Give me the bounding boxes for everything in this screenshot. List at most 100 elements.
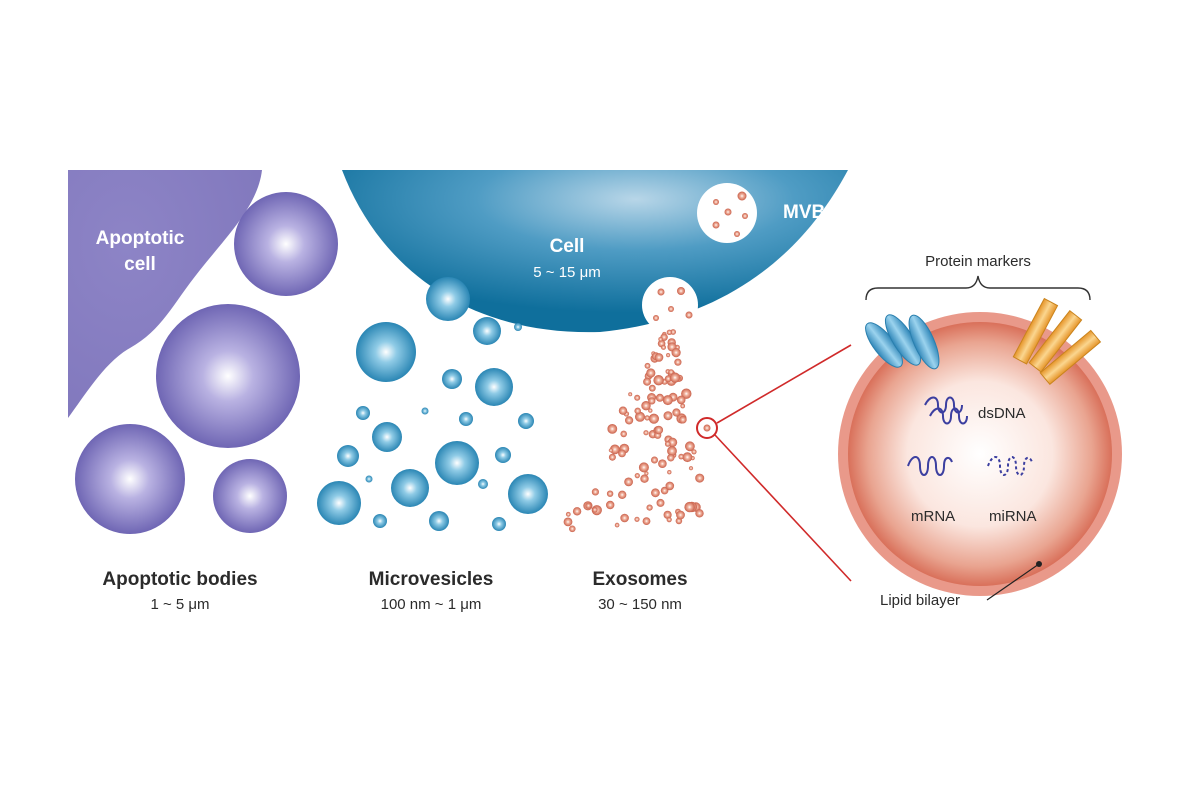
protein-marker-orange: [1012, 297, 1059, 365]
exosome: [676, 395, 686, 405]
dsdna-label: dsDNA: [978, 405, 1026, 422]
exosome: [658, 459, 667, 469]
exosome: [672, 408, 681, 417]
exosome: [644, 362, 651, 369]
microvesicles-group: [317, 277, 548, 531]
cell-shape: [342, 170, 848, 333]
exosome: [669, 372, 681, 383]
exosome: [634, 407, 641, 415]
category-name-exosomes: Exosomes: [592, 569, 687, 590]
exosome: [685, 441, 695, 452]
exosome: [680, 403, 686, 409]
exosome: [679, 415, 687, 424]
category-name-apoptotic-bodies: Apoptotic bodies: [102, 569, 257, 590]
exosome: [620, 513, 629, 523]
lipid-bilayer-pointer: [986, 563, 1040, 601]
exosome: [666, 517, 672, 523]
budding-exosome: [668, 306, 674, 312]
exosome: [671, 348, 681, 358]
lipid-bilayer-label: Lipid bilayer: [880, 592, 960, 609]
apoptotic-cell-label-line1: Apoptotic: [96, 228, 185, 249]
mirna-label: miRNA: [989, 508, 1037, 525]
exosome: [618, 449, 626, 458]
exosome: [569, 525, 576, 533]
exosome: [620, 430, 627, 438]
exosome: [660, 486, 669, 495]
protein-marker-orange: [1028, 309, 1083, 373]
category-size-exosomes: 30 ~ 150 nm: [598, 596, 682, 613]
exosome: [648, 413, 660, 424]
exosome: [607, 424, 618, 434]
exosome: [606, 490, 614, 497]
exosome: [665, 481, 675, 491]
exosome: [634, 473, 640, 479]
apoptotic-cell-shape: [68, 170, 262, 418]
exosome: [667, 446, 677, 456]
exosome: [624, 477, 633, 487]
mrna-icon: [907, 456, 953, 476]
budding-exosome: [657, 288, 665, 296]
exosome: [641, 401, 651, 411]
exosome: [646, 368, 656, 378]
microvesicle: [492, 517, 506, 531]
zoomed-exosome: [703, 424, 711, 432]
exosome: [662, 395, 673, 406]
microvesicle: [508, 474, 548, 514]
protein-markers-bracket: [865, 275, 1091, 301]
cell-label: Cell: [550, 236, 585, 257]
exosome: [648, 397, 656, 405]
exosome: [585, 502, 592, 509]
category-size-apoptotic-bodies: 1 ~ 5 μm: [150, 596, 209, 613]
exosome: [648, 384, 656, 392]
exosome: [681, 388, 692, 399]
exosome: [628, 392, 633, 397]
exosome: [664, 441, 671, 447]
exosome: [674, 358, 682, 366]
apoptotic-body: [234, 192, 338, 296]
exosome: [651, 456, 658, 464]
protein-marker-blue: [908, 314, 940, 370]
cell-size-label: 5 ~ 15 μm: [533, 264, 600, 281]
zoom-line-top: [716, 344, 852, 424]
exosome: [635, 411, 645, 422]
exosome: [618, 406, 628, 415]
zoom-line-bottom: [714, 434, 852, 582]
exosome: [691, 449, 697, 455]
exosome: [661, 344, 666, 350]
protein-markers-label: Protein markers: [925, 253, 1031, 270]
exosome: [666, 353, 671, 358]
exosome: [608, 453, 616, 461]
mvb-exosome: [713, 199, 719, 205]
microvesicle: [373, 514, 387, 528]
exosome: [663, 411, 673, 421]
exosome: [676, 510, 685, 520]
exosome: [642, 517, 651, 525]
exosome: [608, 448, 614, 453]
exosome: [644, 415, 650, 421]
exosome: [653, 375, 664, 386]
exosome: [606, 500, 615, 510]
exosome: [656, 498, 665, 507]
microvesicle: [365, 475, 373, 483]
apoptotic-body: [156, 304, 300, 448]
exosome: [625, 416, 634, 425]
mvb-exosome: [712, 221, 720, 229]
mvb-exosome: [724, 208, 732, 216]
exosome: [643, 377, 652, 386]
apoptotic-body: [213, 459, 287, 533]
mvb-exosome: [742, 213, 748, 219]
exosome: [618, 490, 627, 499]
exosome: [640, 474, 649, 483]
exosome: [654, 353, 664, 362]
microvesicle: [429, 511, 449, 531]
budding-vesicle: [642, 277, 698, 333]
microvesicle: [459, 412, 473, 426]
exosome: [648, 408, 653, 413]
exosomes-group: [563, 329, 705, 533]
exosome: [643, 430, 649, 436]
exosome: [634, 394, 641, 401]
microvesicle: [514, 323, 522, 331]
exosome: [658, 337, 663, 342]
microvesicle: [391, 469, 429, 507]
